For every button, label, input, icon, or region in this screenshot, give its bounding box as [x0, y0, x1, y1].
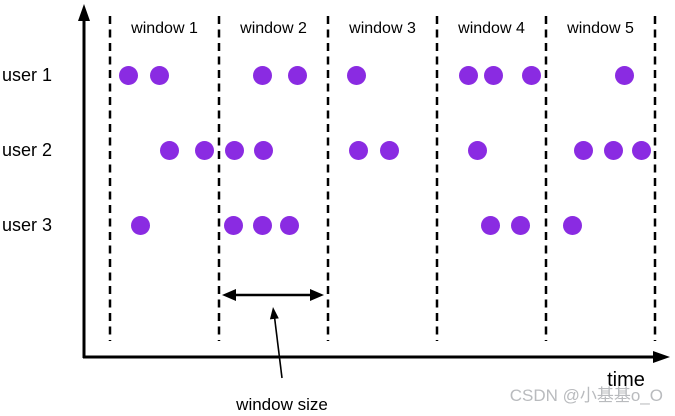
event-dot [159, 140, 179, 160]
user-1-label: user 1 [2, 65, 53, 85]
event-dot [562, 215, 582, 235]
event-dot [603, 140, 623, 160]
event-dot [510, 215, 530, 235]
x-axis-arrowhead-icon [653, 351, 670, 363]
user-3-label: user 3 [2, 215, 53, 235]
event-dot [467, 140, 487, 160]
user-2-label: user 2 [2, 140, 53, 160]
event-dot [346, 65, 366, 85]
window-size-arrow-right-head-icon [310, 289, 324, 301]
event-dot [252, 215, 272, 235]
event-dot [480, 215, 500, 235]
event-dot [614, 65, 634, 85]
window-2-label: window 2 [240, 20, 307, 37]
window-3-label: window 3 [349, 20, 416, 37]
window-size-arrow-left-head-icon [222, 289, 236, 301]
event-dot [573, 140, 593, 160]
event-dot [252, 65, 272, 85]
event-dot [379, 140, 399, 160]
window-boundaries [108, 16, 657, 341]
event-dot [287, 65, 307, 85]
event-dot [348, 140, 368, 160]
watermark-text: CSDN @小基基o_O [509, 386, 663, 405]
event-dot [279, 215, 299, 235]
y-axis-arrowhead-icon [78, 4, 90, 21]
window-size-pointer-line [273, 316, 283, 379]
event-dot [458, 65, 478, 85]
event-dot [253, 140, 273, 160]
event-dot [223, 215, 243, 235]
event-dot [118, 65, 138, 85]
event-dot [483, 65, 503, 85]
window-5-label: window 5 [567, 20, 634, 37]
event-dot [194, 140, 214, 160]
event-dot [631, 140, 651, 160]
event-dot [130, 215, 150, 235]
window-1-label: window 1 [131, 20, 198, 37]
window-size-label: window size [236, 395, 328, 414]
time-axis-label: time [607, 369, 645, 391]
window-4-label: window 4 [458, 20, 525, 37]
event-dot [224, 140, 244, 160]
event-dot [149, 65, 169, 85]
event-dot [521, 65, 541, 85]
window-size-pointer-head-icon [269, 307, 279, 320]
